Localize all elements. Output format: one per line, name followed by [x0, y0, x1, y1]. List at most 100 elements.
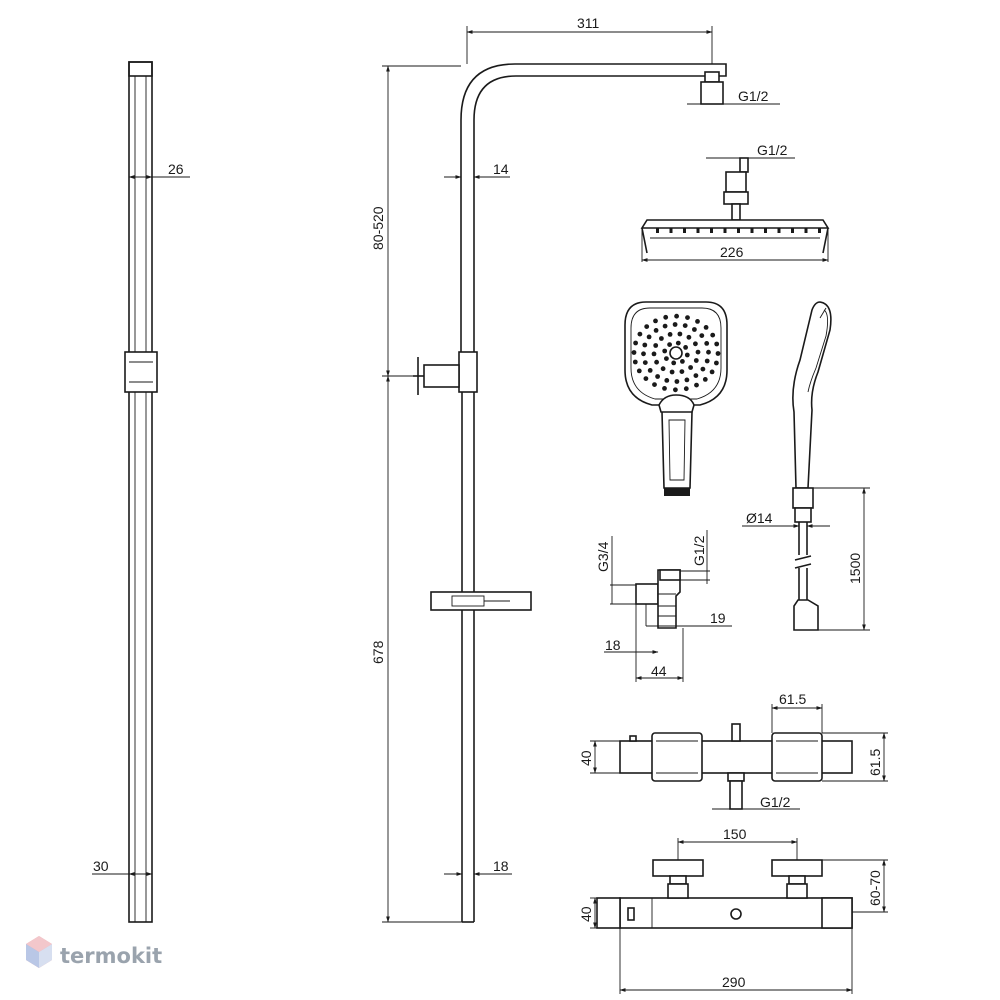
brand-watermark: termokit — [26, 936, 162, 968]
overhead-shower-head — [640, 157, 830, 254]
head-nozzle — [764, 228, 767, 233]
nozzle-dot — [683, 345, 688, 350]
dimension-arm-thread: G1/2 — [687, 88, 780, 105]
head-nozzle — [818, 228, 821, 233]
dimension-mixer-side-height: 61.5 — [822, 732, 888, 782]
head-nozzle — [723, 228, 727, 233]
nozzle-dot — [644, 324, 650, 329]
nozzle-dot — [693, 358, 699, 363]
nozzle-dot — [653, 328, 659, 333]
label-mixer-top-depth: 40 — [578, 750, 594, 766]
nozzle-dot — [651, 351, 657, 357]
label-elbow-inlet: G3/4 — [595, 541, 611, 572]
nozzle-dot — [686, 334, 692, 340]
label-lower-length: 678 — [370, 640, 386, 664]
nozzle-dot — [659, 336, 664, 341]
head-nozzle — [804, 228, 808, 233]
dimension-elbow-depth: 44 — [635, 604, 684, 682]
nozzle-dot — [660, 366, 666, 372]
dimension-mixer-top-spacing: 61.5 — [771, 691, 823, 733]
nozzle-dot — [672, 322, 678, 327]
dimension-hose-diameter: Ø14 — [742, 510, 830, 528]
label-pipe-width: 14 — [493, 161, 509, 177]
nozzle-dot — [633, 340, 638, 346]
nozzle-dot — [695, 319, 700, 324]
nozzle-dot — [642, 360, 648, 365]
nozzle-dot — [675, 340, 681, 346]
dimension-mixer-top-depth: 40 — [578, 740, 620, 774]
brand-name: termokit — [60, 944, 162, 968]
label-rail-base-width: 30 — [93, 858, 109, 874]
nozzle-dot — [695, 349, 701, 355]
nozzle-dot — [641, 351, 646, 357]
nozzle-dot — [710, 332, 716, 338]
label-head-width: 226 — [720, 244, 744, 260]
hand-shower-hose-end — [664, 488, 690, 496]
label-head-thread: G1/2 — [757, 142, 788, 158]
nozzle-dot — [682, 323, 688, 328]
dimension-mixer-front-height: 40 — [578, 897, 597, 929]
nozzle-dot — [684, 377, 690, 383]
nozzle-dot — [673, 387, 678, 393]
dimension-mixer-length: 290 — [619, 928, 853, 994]
nozzle-dot — [683, 386, 689, 392]
nozzle-dot — [655, 374, 660, 379]
rail-side-view — [124, 61, 158, 923]
nozzle-center — [669, 346, 683, 360]
mixer-front-view — [596, 859, 853, 929]
dimension-elbow-inlet: G3/4 — [595, 536, 636, 605]
label-pipe-base-width: 18 — [493, 858, 509, 874]
nozzle-dot — [642, 342, 648, 348]
dimension-adjust-height: 80-520 — [370, 65, 461, 377]
nozzle-dot — [704, 358, 710, 364]
nozzle-dot — [684, 352, 690, 358]
label-mixer-top-spacing: 61.5 — [779, 691, 806, 707]
dimension-mixer-outlet: G1/2 — [712, 794, 800, 810]
head-nozzle — [777, 228, 781, 233]
dimension-rail-base-width: 30 — [92, 858, 153, 876]
nozzle-dot — [671, 360, 677, 366]
nozzle-dot — [700, 366, 706, 372]
label-arm-thread: G1/2 — [738, 88, 769, 104]
dimension-rail-width: 26 — [128, 161, 190, 179]
nozzle-dot — [664, 356, 669, 361]
label-mixer-inlet-spacing: 150 — [723, 826, 747, 842]
nozzle-dot — [654, 359, 659, 365]
nozzle-dot — [662, 323, 668, 329]
label-mixer-front-height: 40 — [578, 906, 594, 922]
nozzle-dot — [662, 386, 667, 391]
hand-shower-side — [792, 301, 832, 631]
nozzle-dot — [674, 313, 679, 319]
nozzle-dot — [667, 332, 673, 337]
dimension-pipe-width: 14 — [444, 161, 510, 179]
nozzle-dot — [636, 368, 642, 374]
label-rail-width: 26 — [168, 161, 184, 177]
hand-shower-slider — [430, 591, 532, 611]
dimension-elbow-outlet: G1/2 — [680, 530, 710, 584]
nozzle-dot — [715, 351, 721, 356]
nozzle-dot — [652, 382, 657, 387]
dimension-hose-length: 1500 — [808, 487, 870, 631]
nozzle-dot — [637, 331, 643, 337]
nozzle-dot — [677, 331, 683, 337]
label-adjust-height: 80-520 — [370, 206, 386, 250]
nozzle-dot — [693, 373, 699, 378]
head-nozzle — [669, 228, 673, 233]
dimension-head-width: 226 — [641, 228, 829, 262]
nozzle-dot — [692, 327, 697, 332]
mixer-top-view — [619, 723, 853, 810]
nozzle-dot — [688, 365, 693, 370]
label-mixer-length: 290 — [722, 974, 746, 990]
nozzle-dot — [632, 359, 638, 365]
head-nozzle — [791, 228, 794, 233]
nozzle-dot — [631, 350, 637, 355]
nozzle-dot — [694, 382, 699, 388]
nozzle-dot — [674, 379, 680, 384]
nozzle-dot — [685, 315, 690, 320]
dimension-lower-length: 678 — [370, 375, 462, 923]
shower-column-front — [413, 63, 727, 923]
label-elbow-offset-a: 19 — [710, 610, 726, 626]
nozzle-dot — [706, 349, 711, 355]
head-nozzle — [683, 228, 686, 233]
nozzle-dot — [714, 360, 719, 366]
